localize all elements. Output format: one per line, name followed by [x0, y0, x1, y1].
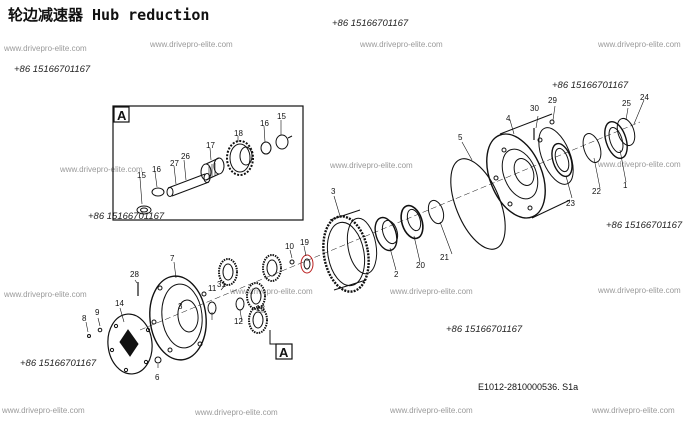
watermark: www.drivepro-elite.com: [390, 287, 473, 296]
part-label: 21: [440, 253, 449, 262]
inset-planet-gear: [226, 140, 254, 176]
hub-bearing: [551, 142, 573, 178]
part-label: 29: [548, 96, 557, 105]
planet-gear: [218, 258, 238, 286]
spacer-ring: [427, 199, 445, 225]
part-label: 13: [256, 304, 265, 313]
part-label: 26: [181, 152, 190, 161]
part-label: 15: [137, 171, 146, 180]
part-label: 1: [623, 181, 628, 190]
inset-needle-bearing: [200, 157, 225, 181]
wheel-hub: [486, 113, 574, 219]
watermark: www.drivepro-elite.com: [330, 161, 413, 170]
ring-gear: [322, 209, 378, 293]
planet-gear: [246, 282, 266, 310]
planet-carrier: [149, 275, 207, 361]
inset-thrust-ring: [260, 141, 272, 155]
outer-ring: [616, 117, 636, 147]
callout-label: A: [279, 345, 289, 360]
hub-ring: [582, 133, 602, 163]
part-label: 27: [170, 159, 179, 168]
phone-number: +86 15166701167: [606, 220, 683, 231]
tapered-bearing: [374, 216, 398, 252]
inset-ring: [151, 187, 165, 197]
part-label: 25: [622, 99, 631, 108]
part-label: 31: [217, 280, 226, 289]
part-label: 9: [95, 308, 100, 317]
cover-plate: [107, 313, 153, 375]
large-o-ring: [450, 158, 506, 250]
watermark: www.drivepro-elite.com: [4, 290, 87, 299]
screw: [87, 334, 91, 338]
part-label: 20: [416, 261, 425, 270]
inset-label-box: [113, 106, 130, 123]
watermark: www.drivepro-elite.com: [390, 406, 473, 415]
watermark: www.drivepro-elite.com: [4, 44, 87, 53]
watermark: www.drivepro-elite.com: [230, 287, 313, 296]
small-plug: [549, 119, 555, 125]
part-label: 8: [82, 314, 87, 323]
phone-number: +86 15166701167: [14, 64, 91, 75]
spacer-washer: [235, 297, 245, 311]
phone-number: +86 15166701167: [332, 18, 409, 29]
callout-box: [275, 343, 293, 360]
watermark: www.drivepro-elite.com: [592, 406, 675, 415]
small-bolt: [289, 259, 295, 265]
watermark: www.drivepro-elite.com: [2, 406, 85, 415]
washer: [97, 327, 103, 333]
part-label: 19: [300, 238, 309, 247]
watermark: www.drivepro-elite.com: [598, 160, 681, 169]
part-label: 16: [260, 119, 269, 128]
part-label: 11: [208, 284, 217, 293]
detail-inset-frame: [112, 105, 304, 221]
document-code: E1012-2810000536. S1a: [478, 382, 579, 392]
part-label: 5: [458, 133, 463, 142]
part-label: 2: [394, 270, 399, 279]
part-label: 15: [277, 112, 286, 121]
snap-ring: [300, 254, 314, 274]
part-label: 24: [640, 93, 649, 102]
watermark: www.drivepro-elite.com: [195, 408, 278, 417]
part-label: 28: [130, 270, 139, 279]
hub-seal: [604, 120, 628, 160]
phone-number: +86 15166701167: [552, 80, 629, 91]
drain-plug: [154, 356, 162, 364]
watermark: www.drivepro-elite.com: [598, 40, 681, 49]
part-label: 6: [155, 373, 160, 382]
part-label: 10: [285, 242, 294, 251]
page-title: 轮边减速器 Hub reduction: [8, 6, 210, 24]
inset-washer: [136, 205, 152, 215]
part-label: 3: [178, 302, 183, 311]
part-label: 7: [170, 254, 175, 263]
part-label: 17: [206, 141, 215, 150]
phone-number: +86 15166701167: [20, 358, 97, 369]
planet-gear: [262, 254, 282, 282]
part-label: 22: [592, 187, 601, 196]
watermark: www.drivepro-elite.com: [150, 40, 233, 49]
part-label: 16: [152, 165, 161, 174]
hub-inner-bearing: [400, 204, 424, 240]
part-label: 14: [115, 299, 124, 308]
phone-number: +86 15166701167: [88, 211, 165, 222]
part-label: 23: [566, 199, 575, 208]
phone-number: +86 15166701167: [446, 324, 523, 335]
watermark: www.drivepro-elite.com: [60, 165, 143, 174]
part-label: 18: [234, 129, 243, 138]
part-label: 12: [234, 317, 243, 326]
watermark: www.drivepro-elite.com: [360, 40, 443, 49]
part-label: 30: [530, 104, 539, 113]
inset-thrust-washer: [275, 134, 289, 150]
inset-label: A: [117, 108, 127, 123]
inset-pin-shaft: [167, 173, 210, 197]
part-label: 3: [331, 187, 336, 196]
part-label: 4: [506, 114, 511, 123]
watermark: www.drivepro-elite.com: [598, 286, 681, 295]
